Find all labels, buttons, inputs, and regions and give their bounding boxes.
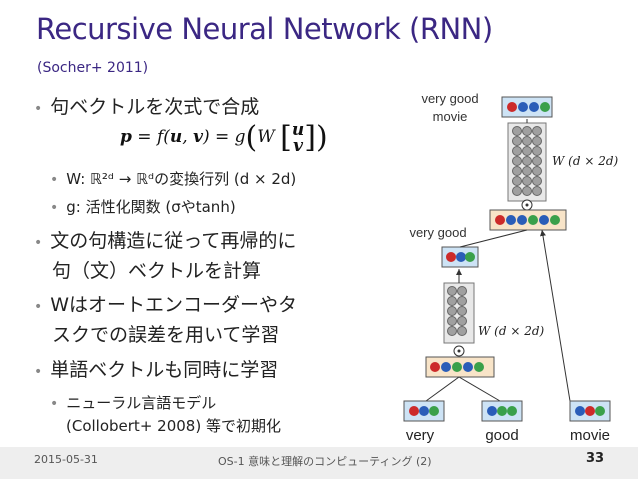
bullet-3-cont: スクでの誤差を用いて学習 bbox=[52, 320, 279, 347]
phrase-2-label-line-1: very good bbox=[421, 91, 478, 106]
bullet-3-line-1: Wはオートエンコーダーやタ bbox=[50, 294, 298, 316]
bullet-4: • 単語ベクトルも同時に学習 bbox=[34, 355, 278, 382]
bullet-4-sub-1-cont: (Collobert+ 2008) 等で初期化 bbox=[66, 415, 281, 436]
bullet-dot: • bbox=[34, 299, 43, 315]
bullet-1-text: 句ベクトルを次式で合成 bbox=[50, 96, 260, 118]
node-red bbox=[507, 102, 517, 112]
bullet-1-sub-1-text: W: ℝ²ᵈ → ℝᵈの変換行列 (d × 2d) bbox=[66, 170, 297, 188]
word-label-movie: movie bbox=[570, 427, 610, 444]
page-number: 33 bbox=[586, 451, 605, 466]
bullet-1-sub-2-text: g: 活性化関数 (σやtanh) bbox=[66, 198, 236, 216]
bullet-dot: • bbox=[34, 101, 43, 117]
bullet-2: • 文の句構造に従って再帰的に bbox=[34, 226, 296, 253]
phrase-1-label: very good bbox=[409, 225, 466, 240]
bullet-4-sub-1: • ニューラル言語モデル bbox=[50, 392, 216, 413]
word-label-good: good bbox=[485, 427, 518, 444]
bullet-4-sub-1-line-1: ニューラル言語モデル bbox=[66, 394, 217, 412]
bullet-2-line-1: 文の句構造に従って再帰的に bbox=[50, 230, 297, 252]
weight-label-top: W (d × 2d) bbox=[552, 154, 619, 168]
node-green bbox=[540, 102, 550, 112]
bullet-4-sub-1-line-2: (Collobert+ 2008) 等で初期化 bbox=[66, 417, 281, 435]
slide-subtitle: (Socher+ 2011) bbox=[37, 60, 149, 76]
bullet-2-cont: 句（文）ベクトルを計算 bbox=[52, 256, 261, 283]
weight-matrix-top-nodes bbox=[512, 126, 542, 196]
footer-course: OS-1 意味と理解のコンピューティング (2) bbox=[218, 455, 432, 468]
bullet-dot: • bbox=[34, 364, 43, 380]
node-blue bbox=[518, 102, 528, 112]
bullet-3: • Wはオートエンコーダーやタ bbox=[34, 290, 297, 317]
bullet-3-line-2: スクでの誤差を用いて学習 bbox=[52, 324, 280, 346]
slide-title: Recursive Neural Network (RNN) bbox=[36, 12, 493, 46]
weight-matrix-mid-nodes bbox=[447, 286, 467, 336]
bullet-1: • 句ベクトルを次式で合成 bbox=[34, 92, 259, 119]
bullet-dot: • bbox=[34, 235, 43, 251]
bullet-1-sub-1: • W: ℝ²ᵈ → ℝᵈの変換行列 (d × 2d) bbox=[50, 168, 296, 189]
node-blue bbox=[529, 102, 539, 112]
word-label-very: very bbox=[406, 427, 435, 444]
bullet-dot: • bbox=[50, 172, 59, 188]
bullet-dot: • bbox=[50, 200, 59, 216]
phrase-2-label-line-2: movie bbox=[433, 109, 468, 124]
bullet-4-text: 単語ベクトルも同時に学習 bbox=[50, 359, 279, 381]
bullet-2-line-2: 句（文）ベクトルを計算 bbox=[52, 260, 262, 282]
weight-label-mid: W (d × 2d) bbox=[478, 324, 545, 338]
bullet-1-sub-2: • g: 活性化関数 (σやtanh) bbox=[50, 196, 236, 217]
footer-date: 2015-05-31 bbox=[34, 453, 98, 466]
bullet-dot: • bbox=[50, 396, 59, 412]
footer-bar bbox=[0, 447, 638, 479]
rnn-tree-diagram: very good movie W (d × 2d) very good bbox=[403, 91, 619, 444]
